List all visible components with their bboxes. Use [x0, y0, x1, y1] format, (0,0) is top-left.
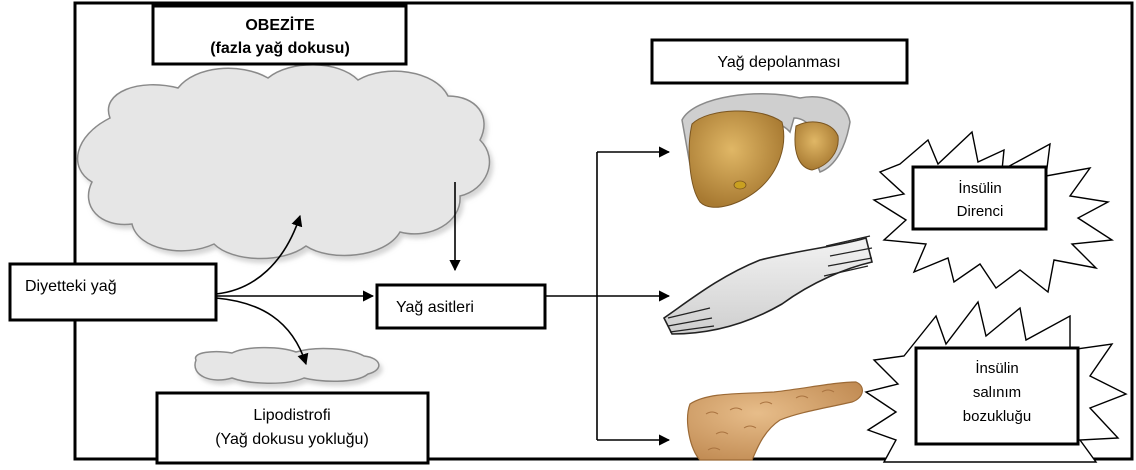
fatty-acids-label: Yağ asitleri	[396, 299, 474, 316]
liver-illustration	[682, 94, 850, 208]
lipodystrophy-title: Lipodistrofi	[253, 407, 330, 424]
obesity-title: OBEZİTE	[245, 16, 315, 34]
insulin-secretion-line1: İnsülin	[975, 359, 1018, 377]
insulin-resistance-line1: İnsülin	[958, 179, 1001, 197]
obesity-subtitle: (fazla yağ dokusu)	[210, 40, 350, 57]
fat-storage-label: Yağ depolanması	[717, 54, 840, 71]
insulin-resistance-line2: Direnci	[957, 203, 1004, 220]
pancreas-illustration	[688, 382, 863, 460]
dietary-fat-label: Diyetteki yağ	[25, 278, 117, 295]
insulin-secretion-line3: bozukluğu	[963, 408, 1031, 425]
small-cloud-shape	[195, 348, 379, 384]
insulin-secretion-line2: salınım	[973, 384, 1021, 401]
lipodystrophy-subtitle: (Yağ dokusu yokluğu)	[215, 431, 369, 448]
cloud-shape	[78, 65, 490, 259]
lipodystrophy-box	[157, 393, 428, 463]
muscle-illustration	[664, 236, 872, 334]
